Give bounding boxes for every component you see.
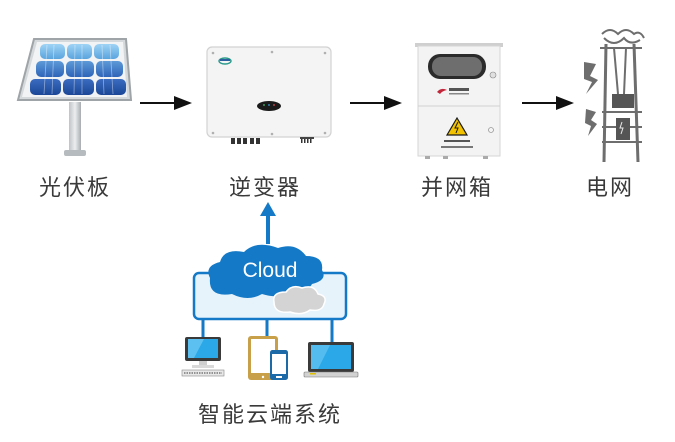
lightning-bolt-icon	[585, 109, 597, 136]
pv-panel-label: 光伏板	[38, 176, 111, 201]
arrow-pv-to-inverter	[140, 96, 192, 110]
cloud-text: Cloud	[243, 259, 298, 282]
arrow-combiner-to-grid	[522, 96, 574, 110]
solar-panel-icon	[16, 38, 133, 156]
cloud-system-label: 智能云端系统	[197, 403, 342, 428]
desktop-computer-icon	[181, 337, 225, 377]
combiner-box-icon	[415, 43, 503, 159]
combiner-box-label: 并网箱	[420, 176, 493, 201]
lightning-bolt-icon	[584, 62, 598, 94]
inverter-label: 逆变器	[228, 176, 301, 201]
grey-cloud-icon	[273, 285, 326, 315]
arrow-cloud-to-inverter	[260, 202, 276, 244]
arrow-inverter-to-combiner	[350, 96, 402, 110]
inverter-icon	[206, 46, 332, 144]
power-grid-icon	[584, 29, 645, 163]
cloud-icon	[208, 244, 324, 298]
tablet-and-phone-icon	[248, 336, 288, 380]
laptop-icon	[303, 342, 359, 378]
cloud-system-diagram: Cloud	[181, 202, 359, 380]
grid-label: 电网	[585, 176, 634, 201]
